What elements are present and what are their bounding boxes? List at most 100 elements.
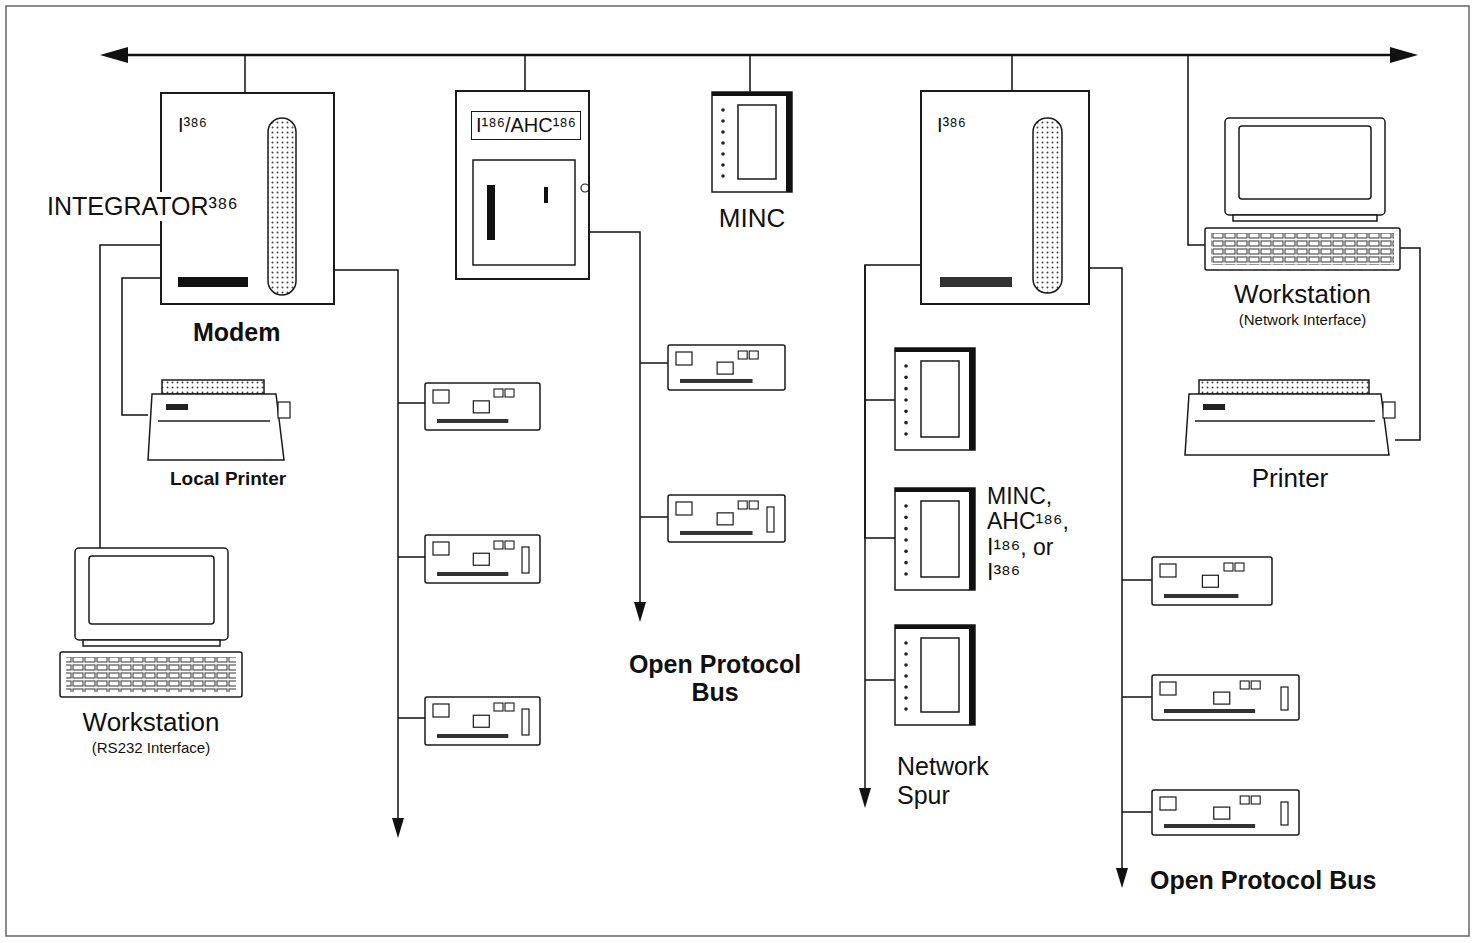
printer-knob (1383, 402, 1395, 418)
caption-label: Network Spur (897, 752, 1037, 810)
module-side (786, 92, 792, 192)
card-chip (676, 502, 692, 515)
card-slot (680, 531, 753, 535)
card-led (1235, 563, 1244, 571)
module-top (712, 92, 792, 96)
keyboard (60, 652, 242, 697)
bus-controller-card (425, 383, 540, 430)
cabinet-bar (940, 277, 1012, 287)
card-chip (433, 704, 449, 717)
module-led (721, 119, 725, 123)
open-protocol-bus-wire (1090, 268, 1152, 870)
caption-label: Modem (193, 318, 281, 347)
cable-connector (100, 245, 160, 548)
module-outline (895, 488, 975, 590)
monitor-screen (1239, 126, 1371, 199)
bus-arrowhead (1116, 868, 1128, 888)
figure-frame (6, 6, 1469, 936)
card-switch (767, 507, 774, 532)
card-switch (522, 547, 529, 573)
cabinet-bar (544, 187, 548, 203)
node-title: I³⁸⁶ (178, 114, 207, 137)
card-led (494, 389, 503, 397)
node-title: Local Printer (170, 468, 286, 490)
keyboard-keys (66, 657, 236, 692)
module-outline (895, 625, 975, 725)
module-led (904, 652, 908, 656)
module-top (895, 488, 975, 492)
card-slot (1164, 709, 1255, 713)
module-panel (921, 501, 959, 577)
controller-cabinet: I³⁸⁶ (920, 90, 1090, 305)
open-protocol-bus-wire (335, 270, 425, 822)
printer-body (1185, 394, 1389, 455)
card-slot (437, 734, 508, 738)
monitor-screen (89, 556, 214, 624)
card-outline (1152, 790, 1299, 835)
bus-arrowhead (392, 818, 404, 838)
cabinet-details (178, 118, 1062, 295)
card-outline (425, 383, 540, 430)
card-chip (1160, 682, 1176, 695)
module-led (904, 641, 908, 645)
device-node: Local Printer (148, 380, 290, 460)
card-slot (437, 572, 508, 576)
controller-cabinet: I¹⁸⁶/AHC¹⁸⁶ (455, 90, 590, 280)
card-slot (680, 379, 753, 383)
module-led (904, 550, 908, 554)
cable-connector (122, 278, 160, 415)
caption-label: Open Protocol Bus (1150, 866, 1376, 895)
printer-paper-feed (162, 380, 264, 394)
device-node: MINC (712, 92, 792, 192)
monitor (75, 548, 228, 640)
node-title: Workstation (1135, 280, 1470, 310)
module-led (904, 516, 908, 520)
module-led (721, 130, 725, 134)
network-spur-wire (865, 265, 895, 790)
card-chip (1160, 797, 1176, 810)
module-led (904, 364, 908, 368)
card-led (738, 351, 747, 359)
card-slot (1164, 594, 1238, 598)
cabinet-bar (178, 277, 248, 287)
node-subtitle: (Network Interface) (1135, 311, 1470, 328)
printer-knob (278, 402, 290, 418)
card-led (494, 541, 503, 549)
node-title: Printer (1115, 464, 1465, 494)
card-led (749, 351, 758, 359)
cabinet-slot (1033, 118, 1062, 293)
bus-arrowhead (100, 47, 128, 63)
module-led (904, 398, 908, 402)
module-led (904, 421, 908, 425)
module-panel (921, 638, 959, 712)
controller-module (895, 348, 975, 450)
printer-seam (1195, 420, 1375, 422)
card-outline (1152, 675, 1299, 720)
monitor-base (1233, 215, 1377, 221)
module-led (904, 376, 908, 380)
card-chip (676, 352, 692, 365)
node-subtitle: (RS232 Interface) (0, 739, 312, 756)
module-led (904, 707, 908, 711)
card-led (738, 501, 747, 509)
monitor-base (83, 640, 220, 646)
bus-controller-card (668, 495, 785, 542)
node-title: I³⁸⁶ (937, 114, 966, 137)
module-led (904, 432, 908, 436)
printer-panel (166, 404, 188, 410)
card-chip (1214, 807, 1230, 819)
printer-paper-feed (1199, 380, 1369, 394)
printer-drawing (148, 380, 290, 460)
card-led (505, 389, 514, 397)
network-bus (112, 54, 1405, 57)
card-led (1240, 681, 1249, 689)
card-outline (1152, 557, 1272, 605)
card-outline (425, 697, 540, 745)
module-led (904, 410, 908, 414)
device-node: Workstation(Network Interface) (1205, 118, 1400, 270)
bus-controller-card (425, 697, 540, 745)
card-chip (433, 542, 449, 555)
module-side (969, 488, 975, 590)
bus-controller-card (1152, 790, 1299, 835)
device-node: Workstation(RS232 Interface) (60, 548, 242, 697)
